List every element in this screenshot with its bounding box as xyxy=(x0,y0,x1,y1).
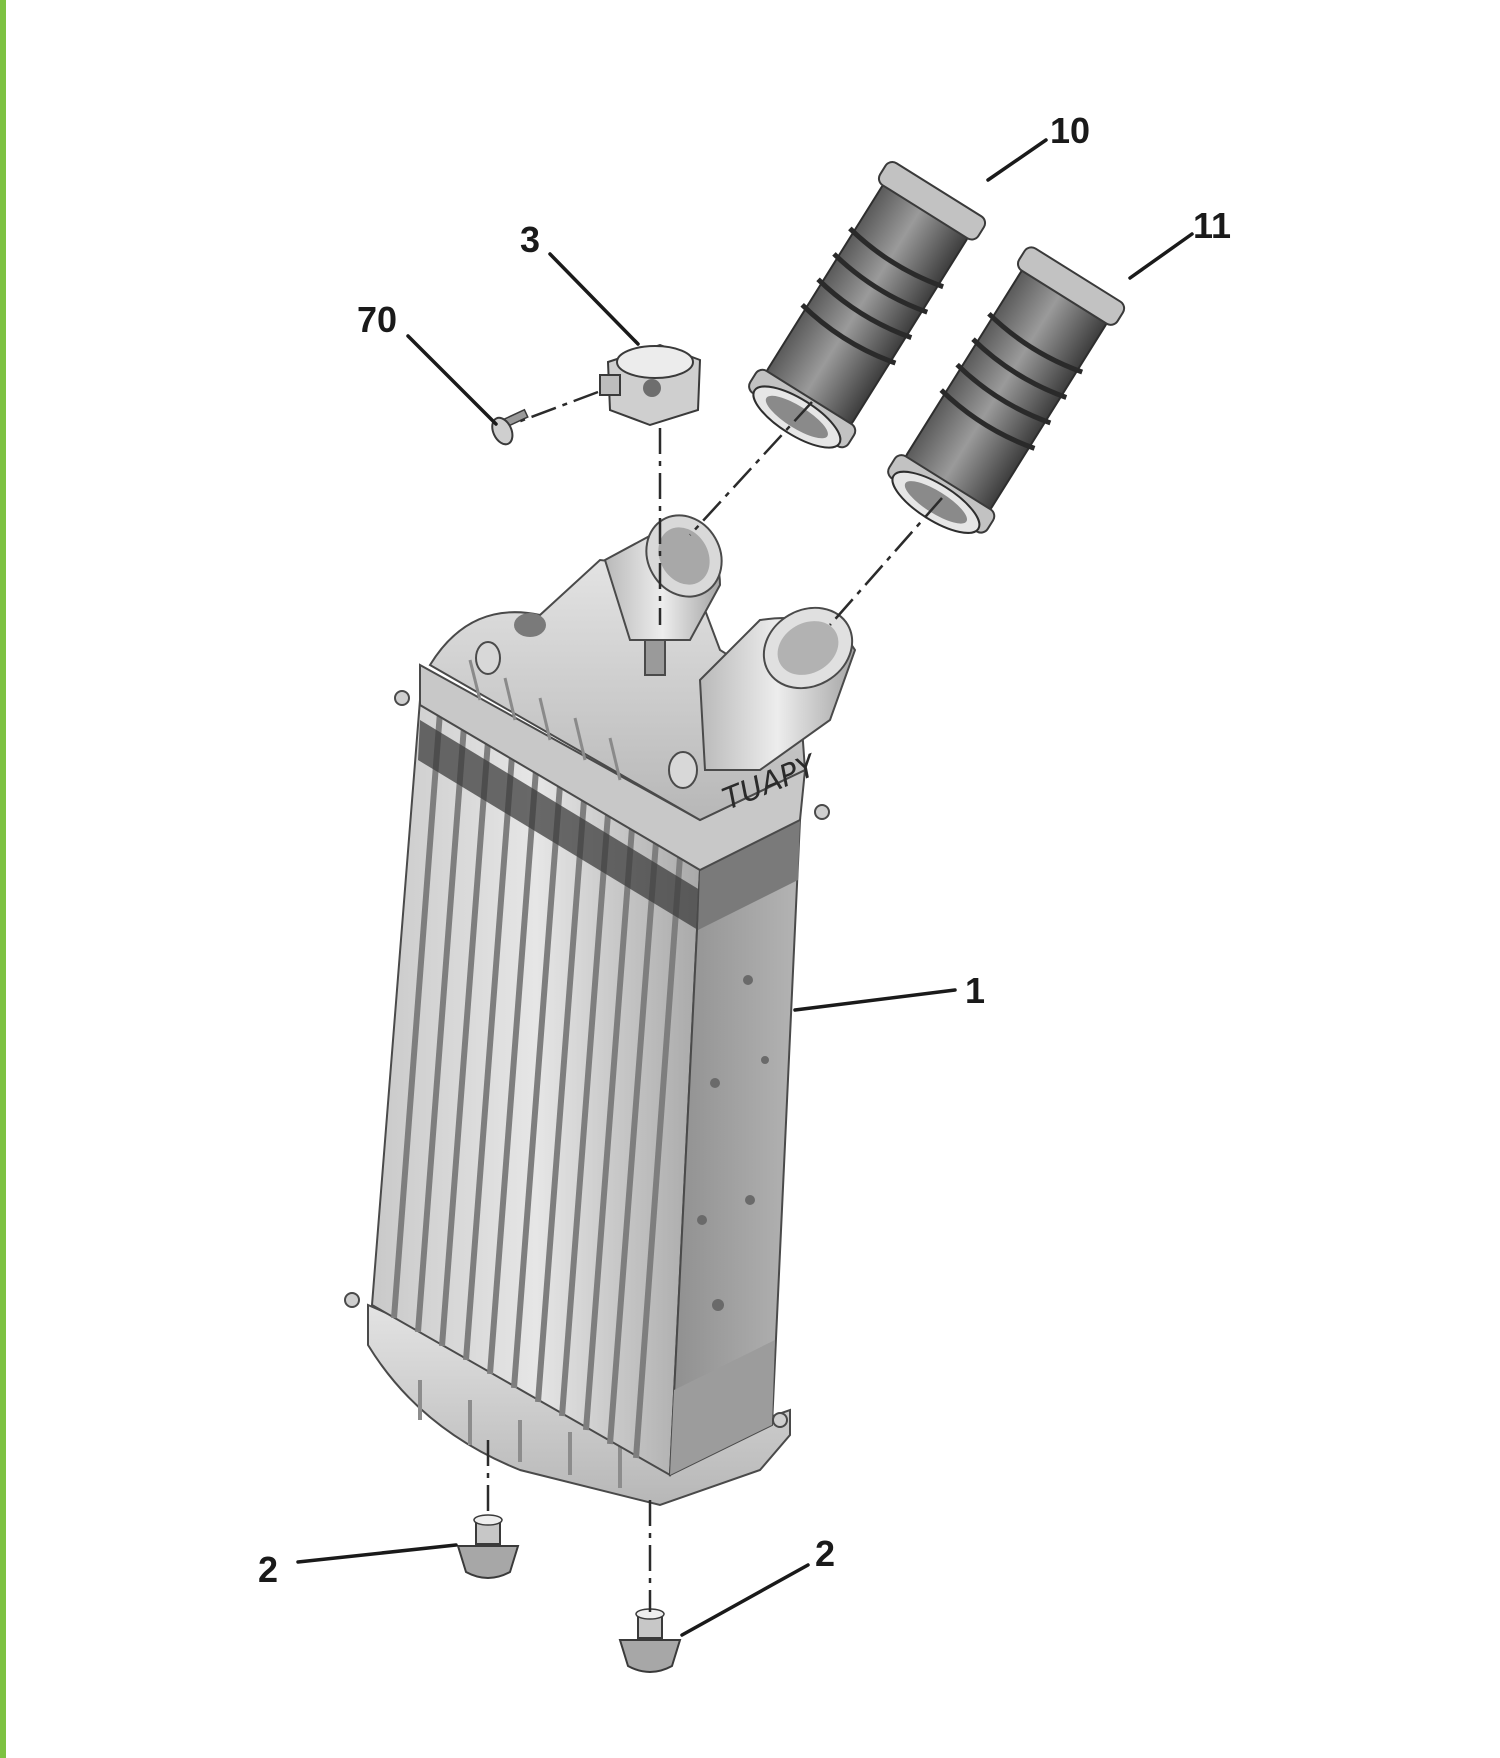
fin-header-strip xyxy=(418,720,700,930)
callout-sensor: 3 xyxy=(520,219,540,260)
assembly-lines xyxy=(486,390,943,1612)
mount-left-cap xyxy=(473,1514,503,1526)
outlet-boss xyxy=(668,751,698,789)
hose-upper xyxy=(748,161,987,449)
intercooler-body xyxy=(344,514,857,1507)
top-tank-ribs xyxy=(468,659,622,781)
sensor-top xyxy=(616,345,694,379)
sensor-part xyxy=(599,343,702,427)
callout-mount-left: 2 xyxy=(258,1549,278,1590)
top-boss-right xyxy=(475,641,501,675)
hose-upper-bellows xyxy=(800,226,944,366)
callout-screw: 70 xyxy=(357,299,397,340)
callout-hose-lower: 11 xyxy=(1193,205,1231,246)
leader-lines xyxy=(296,138,1194,1637)
mount-right xyxy=(618,1608,682,1673)
fin-lines xyxy=(391,711,683,1459)
inlet-pipe-bore xyxy=(658,527,710,585)
side-plate-top-band xyxy=(698,820,800,930)
outlet-pipe-bore xyxy=(777,621,839,675)
mount-right-base xyxy=(618,1639,682,1673)
mount-left xyxy=(456,1514,520,1579)
callout-hose-upper: 10 xyxy=(1050,110,1090,151)
mount-left-base xyxy=(456,1545,520,1579)
accent-stripe xyxy=(0,0,6,1758)
hose-lower-bore xyxy=(904,481,967,524)
sensor-hole xyxy=(643,379,661,397)
callout-mount-right: 2 xyxy=(815,1533,835,1574)
top-boss xyxy=(514,613,546,637)
screw-part xyxy=(491,408,529,446)
hose-lower-bellows xyxy=(939,311,1084,451)
callout-intercooler: 1 xyxy=(965,970,985,1011)
hose-lower-clamp-top xyxy=(1016,246,1126,326)
corner-tabs xyxy=(344,690,830,1428)
hose-lower xyxy=(887,246,1126,534)
bottom-tank-ribs xyxy=(418,1380,622,1488)
sensor-tab xyxy=(599,374,621,396)
side-plate-holes xyxy=(697,975,769,1311)
side-plate-bottom-band xyxy=(670,1340,775,1475)
hose-upper-clamp-top xyxy=(877,161,987,241)
